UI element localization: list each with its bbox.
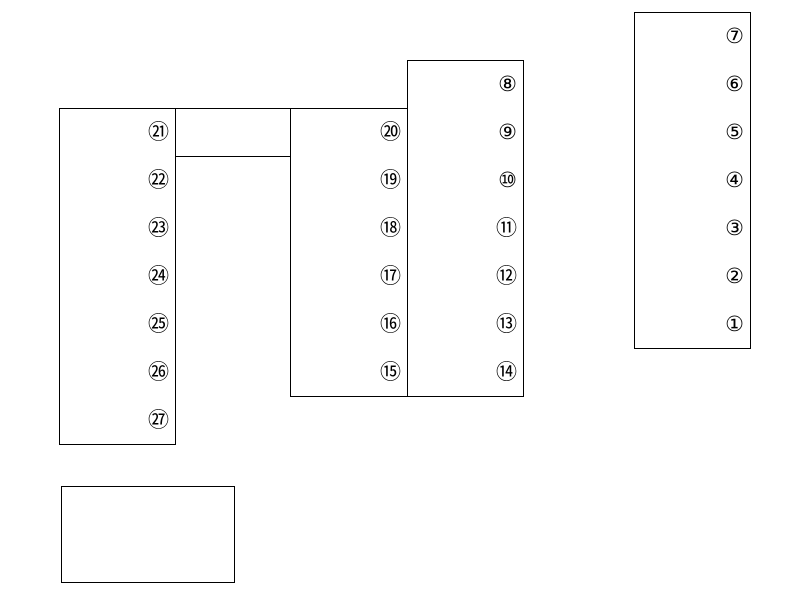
slot-4[interactable]: ④ [634, 156, 751, 205]
slot-24[interactable]: ㉔ [59, 252, 176, 301]
slot-label: ⑰ [380, 263, 401, 288]
slot-label: ⑩ [498, 167, 517, 192]
slot-12[interactable]: ⑫ [407, 252, 524, 301]
slot-label: ⑲ [380, 167, 401, 192]
slot-20[interactable]: ⑳ [290, 108, 407, 157]
slot-1[interactable]: ① [634, 300, 751, 349]
slot-label: ⑱ [380, 215, 401, 240]
slot-label: ④ [725, 167, 744, 192]
slot-label: ⑥ [725, 71, 744, 96]
slot-label: ㉑ [148, 120, 169, 144]
slot-13[interactable]: ⑬ [407, 300, 524, 349]
slot-label: ⑪ [496, 215, 517, 240]
slot-5[interactable]: ⑤ [634, 108, 751, 157]
slot-25[interactable]: ㉕ [59, 300, 176, 349]
extra-box-top[interactable] [61, 486, 235, 535]
slot-11[interactable]: ⑪ [407, 204, 524, 253]
slot-19[interactable]: ⑲ [290, 156, 407, 205]
slot-label: ⑮ [380, 359, 401, 384]
slot-6[interactable]: ⑥ [634, 60, 751, 109]
slot-3[interactable]: ③ [634, 204, 751, 253]
slot-10[interactable]: ⑩ [407, 156, 524, 205]
slot-label: ㉔ [148, 263, 169, 288]
slot-label: ㉕ [148, 311, 169, 336]
slot-label: ① [725, 311, 744, 336]
extra-box-bottom[interactable] [61, 534, 235, 583]
slot-17[interactable]: ⑰ [290, 252, 407, 301]
slot-label: ② [725, 263, 744, 288]
slot-7[interactable]: ⑦ [634, 12, 751, 61]
slot-label: ③ [725, 215, 744, 240]
slot-14[interactable]: ⑭ [407, 348, 524, 397]
slot-22[interactable]: ㉒ [59, 156, 176, 205]
slot-label: ㉓ [148, 215, 169, 240]
slot-label: ⑤ [725, 119, 744, 144]
slot-15[interactable]: ⑮ [290, 348, 407, 397]
slot-9[interactable]: ⑨ [407, 108, 524, 157]
slot-label: ⑳ [380, 120, 401, 144]
slot-21[interactable]: ㉑ [59, 108, 175, 157]
slot-label: ⑭ [496, 359, 517, 384]
slot-label: ⑧ [498, 72, 517, 96]
slot-label: ㉗ [148, 407, 169, 432]
slot-label: ⑯ [380, 311, 401, 336]
slot-label: ⑬ [496, 311, 517, 336]
slot-16[interactable]: ⑯ [290, 300, 407, 349]
slot-label: ㉖ [148, 359, 169, 384]
slot-label: ⑨ [498, 119, 517, 144]
slot-label: ⑫ [496, 263, 517, 288]
slot-2[interactable]: ② [634, 252, 751, 301]
connector-cell[interactable] [175, 108, 290, 157]
slot-23[interactable]: ㉓ [59, 204, 176, 253]
slot-27[interactable]: ㉗ [59, 396, 176, 445]
slot-label: ㉒ [148, 167, 169, 192]
slot-18[interactable]: ⑱ [290, 204, 407, 253]
slot-26[interactable]: ㉖ [59, 348, 176, 397]
slot-label: ⑦ [725, 24, 744, 48]
slot-8[interactable]: ⑧ [407, 60, 524, 109]
